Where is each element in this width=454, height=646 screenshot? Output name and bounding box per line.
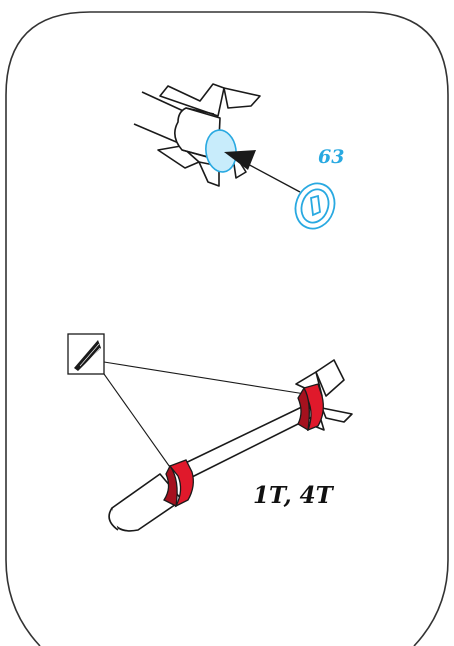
callout-leaders	[103, 361, 306, 471]
variant-label: 1T, 4T	[253, 482, 333, 509]
washer-icon	[294, 182, 336, 230]
seal-upper	[297, 383, 324, 432]
panel-frame	[5, 11, 449, 646]
insert-arrow-line	[243, 161, 301, 193]
part-number-label: 63	[318, 146, 345, 168]
insert-arrow-head	[224, 150, 256, 170]
drive-shaft	[108, 359, 353, 532]
lubricant-hatch-icon	[67, 333, 105, 375]
hub-assembly	[133, 83, 261, 187]
hub-disc-face	[205, 129, 237, 173]
seal-lower	[163, 459, 194, 508]
